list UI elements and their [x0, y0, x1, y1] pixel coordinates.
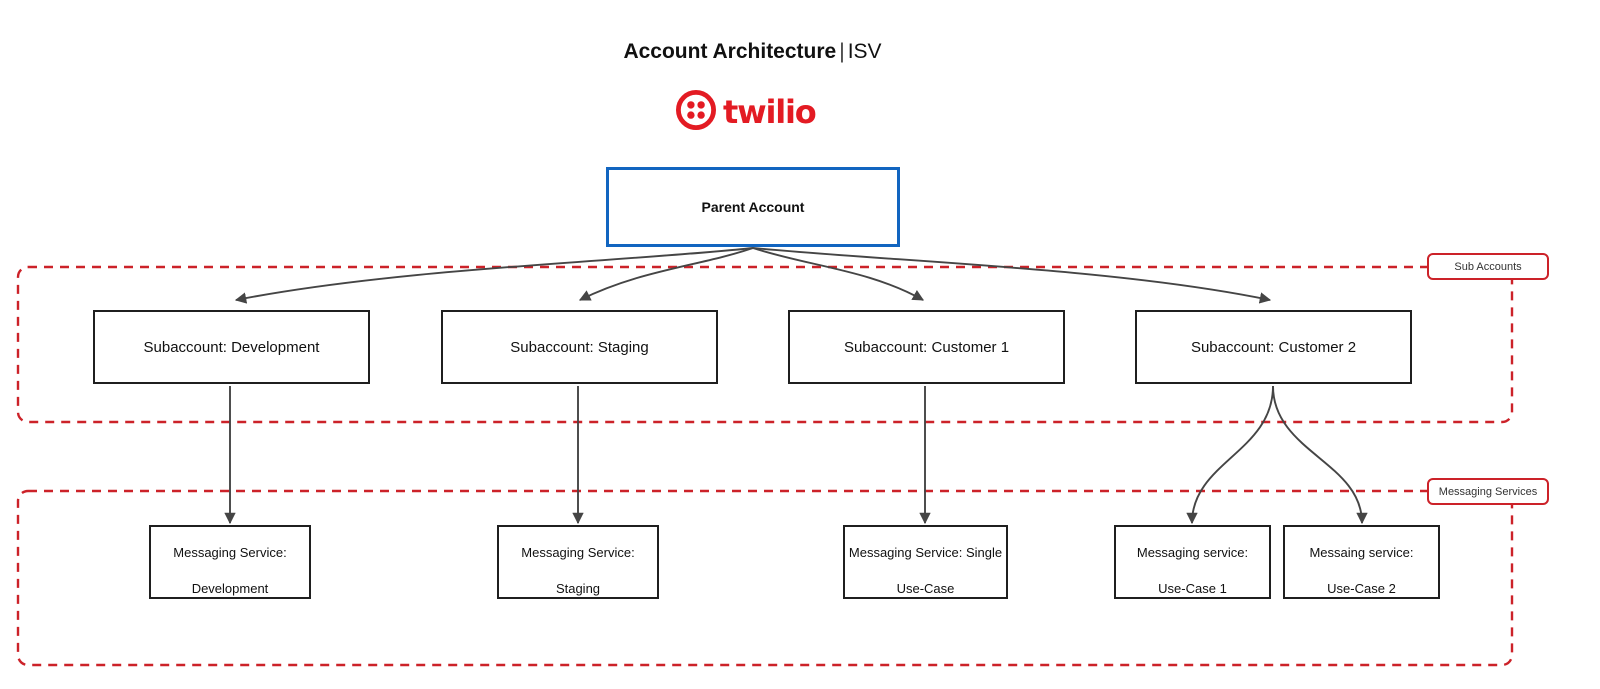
group-label-sub-accounts: Sub Accounts: [1427, 253, 1549, 280]
edges-subaccounts-to-services: [224, 385, 1368, 525]
ms-single-line1: Messaging Service: Single: [848, 545, 1003, 560]
edges-parent-to-subaccounts: [234, 247, 1272, 304]
node-subaccount-staging[interactable]: Subaccount: Staging: [441, 310, 718, 384]
node-subaccount-development[interactable]: Subaccount: Development: [93, 310, 370, 384]
node-subaccount-customer-1-label: Subaccount: Customer 1: [843, 338, 1010, 356]
page-title: Account Architecture|ISV: [0, 38, 1505, 66]
page-title-primary: Account Architecture: [623, 40, 837, 63]
node-subaccount-development-label: Subaccount: Development: [143, 338, 320, 356]
node-messaging-service-development-label: Messaging Service: Development: [173, 526, 286, 598]
edge-parent-to-staging: [578, 247, 754, 301]
edge-parent-to-development: [234, 247, 754, 304]
node-parent-account[interactable]: Parent Account: [606, 167, 900, 247]
ms-uc2-line1: Messaing service:: [1309, 545, 1414, 560]
edge-customer-2-to-ms-usecase-2: [1272, 385, 1368, 525]
node-parent-account-label: Parent Account: [701, 199, 805, 215]
node-messaging-service-use-case-1[interactable]: Messaging service: Use-Case 1: [1114, 525, 1271, 599]
ms-stg-line1: Messaging Service:: [521, 545, 635, 560]
page-title-separator: |: [839, 40, 845, 63]
page-title-secondary: ISV: [847, 40, 882, 63]
twilio-logo-icon: [675, 89, 717, 135]
edge-parent-to-customer-2: [752, 247, 1272, 304]
node-messaging-service-single-use-case-label: Messaging Service: Single Use-Case: [849, 526, 1002, 598]
node-messaging-service-use-case-2-label: Messaing service: Use-Case 2: [1309, 526, 1413, 598]
node-subaccount-staging-label: Subaccount: Staging: [510, 338, 649, 356]
node-messaging-service-single-use-case[interactable]: Messaging Service: Single Use-Case: [843, 525, 1008, 599]
node-subaccount-customer-2[interactable]: Subaccount: Customer 2: [1135, 310, 1412, 384]
node-messaging-service-use-case-2[interactable]: Messaing service: Use-Case 2: [1283, 525, 1440, 599]
ms-uc2-line2: Use-Case 2: [1327, 581, 1396, 596]
node-messaging-service-staging-label: Messaging Service: Staging: [521, 526, 634, 598]
ms-dev-line1: Messaging Service:: [173, 545, 287, 560]
twilio-logo: twilio: [675, 89, 817, 135]
node-messaging-service-development[interactable]: Messaging Service: Development: [149, 525, 311, 599]
twilio-wordmark: twilio: [723, 93, 817, 131]
group-label-sub-accounts-text: Sub Accounts: [1454, 260, 1522, 273]
edge-parent-to-customer-1: [752, 247, 924, 301]
node-messaging-service-use-case-1-label: Messaging service: Use-Case 1: [1137, 526, 1248, 598]
ms-single-line2: Use-Case: [896, 581, 955, 596]
node-subaccount-customer-1[interactable]: Subaccount: Customer 1: [788, 310, 1065, 384]
edge-customer-2-to-ms-usecase-1: [1186, 385, 1274, 525]
group-label-messaging-services: Messaging Services: [1427, 478, 1549, 505]
group-label-messaging-services-text: Messaging Services: [1438, 485, 1538, 498]
node-subaccount-customer-2-label: Subaccount: Customer 2: [1190, 338, 1357, 356]
ms-uc1-line1: Messaging service:: [1136, 545, 1249, 560]
ms-uc1-line2: Use-Case 1: [1158, 581, 1227, 596]
node-messaging-service-staging[interactable]: Messaging Service: Staging: [497, 525, 659, 599]
ms-stg-line2: Staging: [555, 581, 601, 596]
ms-dev-line2: Development: [191, 581, 269, 596]
